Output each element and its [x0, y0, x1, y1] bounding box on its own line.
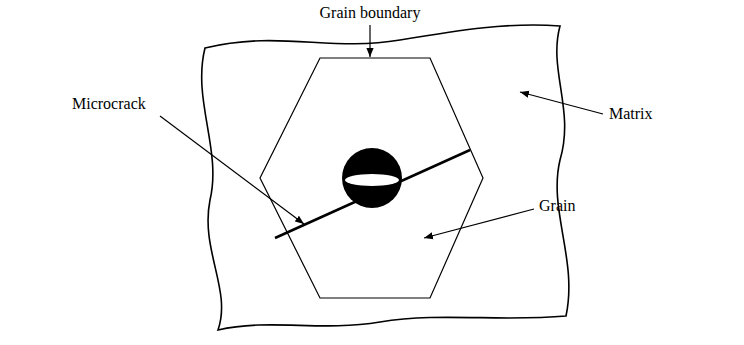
callout-label: Matrix — [609, 104, 653, 123]
callout-label: Microcrack — [72, 94, 146, 113]
leader-line — [160, 116, 304, 224]
leader-line — [424, 209, 534, 238]
matrix-outline — [202, 25, 569, 330]
cracked-inclusion-gap — [345, 174, 399, 186]
leader-line — [520, 92, 603, 114]
leader-line — [369, 25, 370, 57]
grain-hexagon — [260, 58, 483, 298]
callout-label: Grain — [539, 196, 575, 215]
inclusion-particle — [342, 148, 402, 208]
callout-label: Grain boundary — [320, 3, 421, 22]
